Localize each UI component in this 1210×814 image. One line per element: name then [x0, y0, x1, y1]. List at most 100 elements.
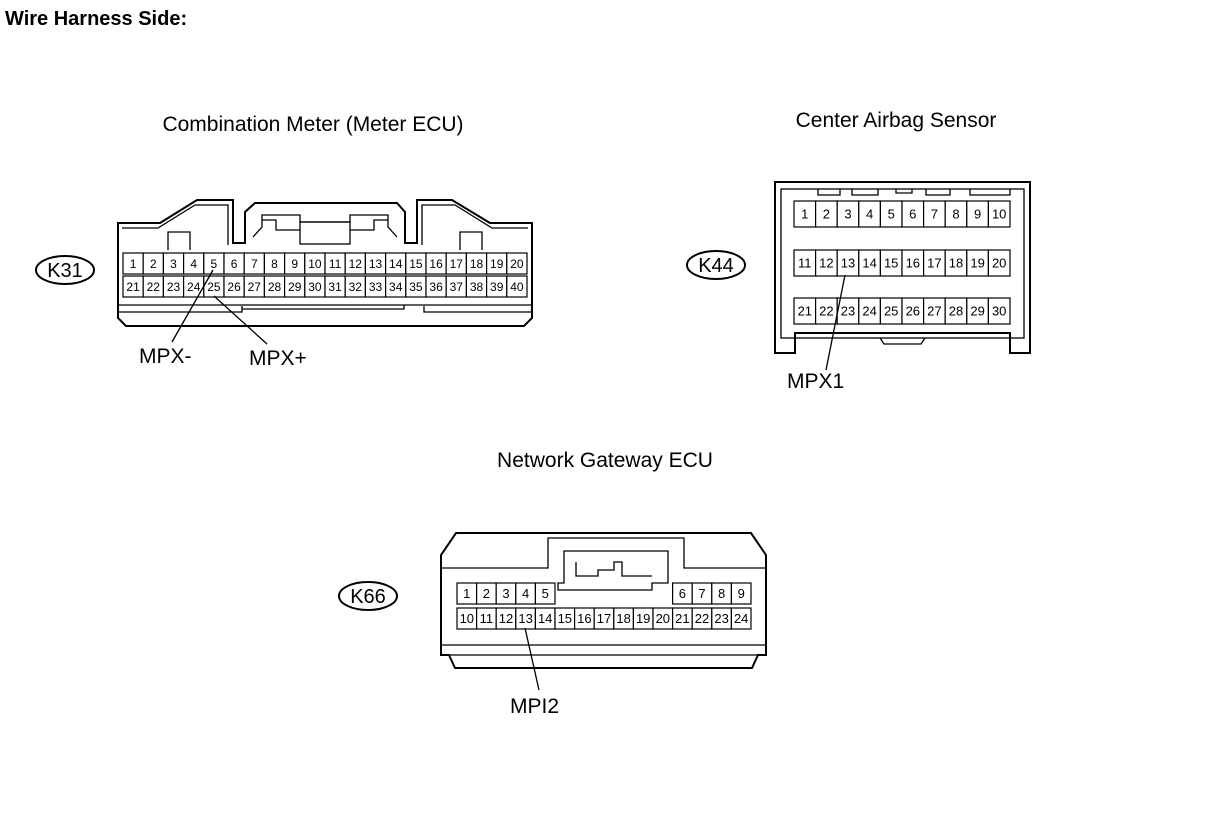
pin-number: 30 [992, 304, 1006, 319]
pin-number: 6 [679, 586, 686, 601]
pin-number: 22 [147, 280, 161, 294]
pin-number: 24 [187, 280, 201, 294]
pin-number: 21 [126, 280, 140, 294]
pin-number: 10 [460, 611, 474, 626]
pin-number: 29 [970, 304, 984, 319]
pin-number: 3 [844, 207, 851, 222]
signal-mpx-minus: MPX- [139, 345, 192, 368]
pin-number: 17 [927, 256, 941, 271]
pin-number: 27 [927, 304, 941, 319]
pin-number: 38 [470, 280, 484, 294]
pin-cell [506, 275, 528, 298]
pin-number: 22 [695, 611, 709, 626]
pin-number: 5 [888, 207, 895, 222]
pin-number: 2 [150, 257, 157, 271]
pin-number: 2 [483, 586, 490, 601]
pin-number: 25 [884, 304, 898, 319]
pin-number: 28 [268, 280, 282, 294]
pin-number: 11 [798, 256, 812, 271]
pin-cell [730, 607, 752, 630]
pin-number: 28 [949, 304, 963, 319]
pin-number: 14 [389, 257, 403, 271]
pin-number: 1 [463, 586, 470, 601]
pin-number: 20 [992, 256, 1006, 271]
pin-number: 8 [952, 207, 959, 222]
connector-k44-title: Center Airbag Sensor [796, 109, 997, 132]
pin-number: 9 [738, 586, 745, 601]
connector-k31-title: Combination Meter (Meter ECU) [162, 113, 463, 136]
pin-number: 10 [992, 207, 1006, 222]
pin-number: 1 [801, 207, 808, 222]
pin-number: 11 [329, 257, 342, 271]
pin-number: 20 [656, 611, 670, 626]
pin-number: 15 [409, 257, 423, 271]
pin-number: 36 [429, 280, 443, 294]
pin-number: 17 [450, 257, 464, 271]
pin-number: 4 [866, 207, 873, 222]
pin-number: 5 [211, 257, 218, 271]
pin-number: 7 [698, 586, 705, 601]
pin-number: 3 [502, 586, 509, 601]
pin-number: 12 [819, 256, 833, 271]
pin-number: 15 [884, 256, 898, 271]
pin-number: 22 [819, 304, 833, 319]
pin-number: 19 [970, 256, 984, 271]
pin-number: 16 [429, 257, 443, 271]
pin-number: 35 [409, 280, 423, 294]
mpx-plus-leader [213, 295, 268, 345]
pin-number: 9 [974, 207, 981, 222]
pin-number: 39 [490, 280, 504, 294]
pin-number: 23 [841, 304, 855, 319]
pin-cell [730, 582, 752, 605]
pin-number: 8 [271, 257, 278, 271]
pin-number: 26 [227, 280, 241, 294]
pin-cell [506, 252, 528, 275]
pin-number: 23 [714, 611, 728, 626]
pin-number: 33 [369, 280, 383, 294]
pin-number: 30 [308, 280, 322, 294]
mpx-minus-leader [171, 269, 214, 343]
pin-number: 26 [906, 304, 920, 319]
pin-number: 6 [231, 257, 238, 271]
pin-number: 18 [616, 611, 630, 626]
pin-number: 25 [207, 280, 221, 294]
pin-number: 4 [190, 257, 197, 271]
pin-number: 6 [909, 207, 916, 222]
pin-number: 3 [170, 257, 177, 271]
pin-cell [987, 249, 1011, 277]
mpi2-leader [524, 627, 540, 691]
signal-mpi2: MPI2 [510, 695, 559, 718]
pin-number: 12 [349, 257, 363, 271]
pin-number: 37 [450, 280, 464, 294]
pin-number: 40 [510, 280, 524, 294]
pin-number: 13 [841, 256, 855, 271]
pin-number: 13 [369, 257, 383, 271]
pin-number: 12 [499, 611, 513, 626]
pin-number: 16 [577, 611, 591, 626]
pin-number: 1 [130, 257, 137, 271]
pin-number: 21 [675, 611, 689, 626]
pin-number: 2 [823, 207, 830, 222]
pin-number: 4 [522, 586, 529, 601]
page-title: Wire Harness Side: [5, 8, 188, 30]
pin-number: 27 [248, 280, 262, 294]
pin-number: 13 [518, 611, 532, 626]
pin-number: 24 [734, 611, 748, 626]
connector-k44-label: K44 [698, 255, 734, 277]
pin-number: 24 [862, 304, 876, 319]
pin-number: 7 [251, 257, 258, 271]
pin-number: 23 [167, 280, 181, 294]
pin-number: 17 [597, 611, 611, 626]
pin-number: 16 [906, 256, 920, 271]
pin-number: 11 [480, 611, 494, 626]
pin-number: 14 [538, 611, 552, 626]
pin-number: 19 [636, 611, 650, 626]
pin-number: 5 [542, 586, 549, 601]
pin-number: 10 [308, 257, 322, 271]
signal-mpx1: MPX1 [787, 370, 844, 393]
pin-number: 32 [349, 280, 363, 294]
